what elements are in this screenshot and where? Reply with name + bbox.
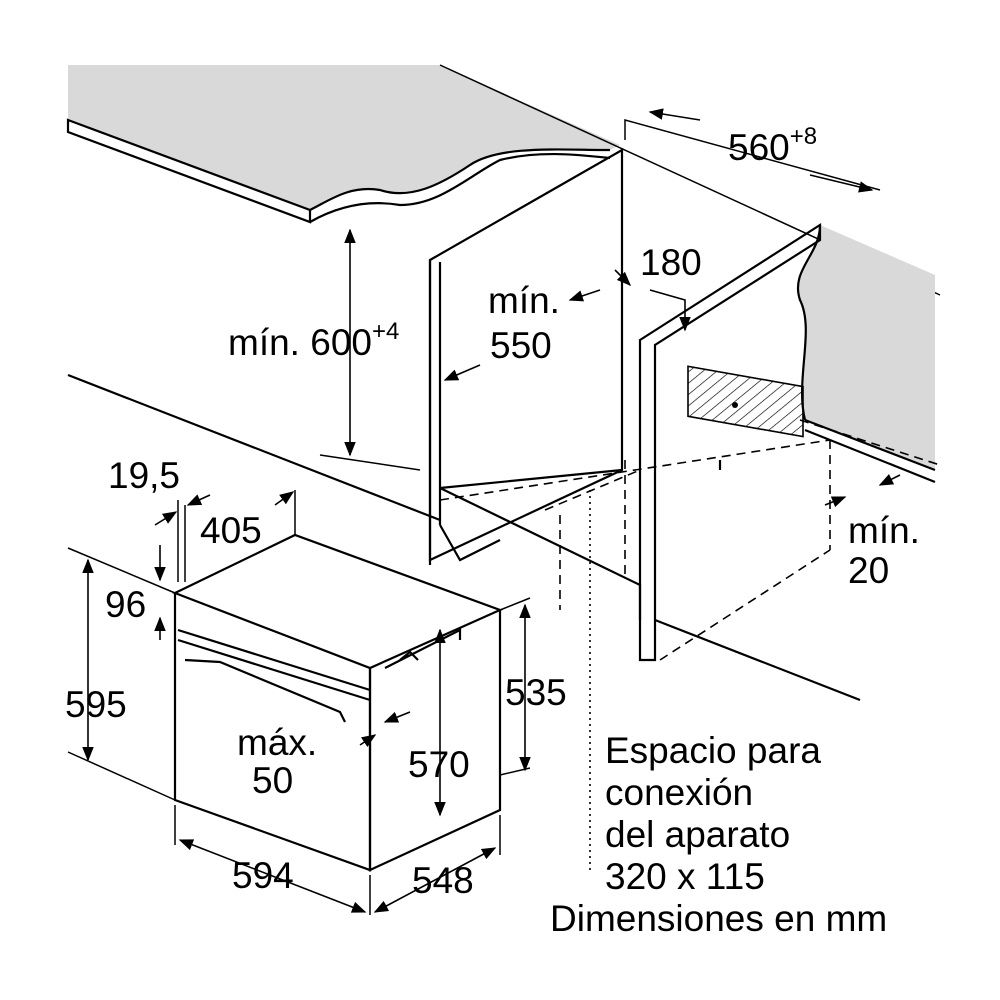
label-max-50-b: 50 [252,760,293,801]
label-min-550-b: 550 [490,325,552,366]
label-405: 405 [200,510,262,551]
label-96: 96 [105,584,146,625]
countertop [66,64,941,484]
units-note: Dimensiones en mm [550,898,887,939]
note-line-3: del aparato [605,814,790,855]
note-line-2: conexión [605,772,753,813]
label-min-20-b: 20 [848,550,889,591]
label-max-50-a: máx. [237,722,317,763]
label-548: 548 [412,860,474,901]
label-min-550-a: mín. [488,280,560,321]
label-min-20-a: mín. [848,510,920,551]
oven [172,533,503,872]
connection-note: Espacio para conexión del aparato 320 x … [550,730,887,939]
label-min-600: mín. 600+4 [228,318,399,363]
label-594: 594 [232,855,294,896]
label-19-5: 19,5 [108,455,180,496]
cabinet-niche [67,148,941,870]
label-180: 180 [640,242,702,283]
label-535: 535 [505,672,567,713]
note-line-4: 320 x 115 [605,856,765,897]
label-560: 560+8 [728,123,817,168]
note-line-1: Espacio para [605,730,821,771]
dimension-labels: 560+8 180 mín. 550 mín. 600+4 19,5 405 9… [65,123,920,901]
label-570: 570 [408,744,470,785]
label-595: 595 [65,684,127,725]
dimension-lines [67,108,901,915]
